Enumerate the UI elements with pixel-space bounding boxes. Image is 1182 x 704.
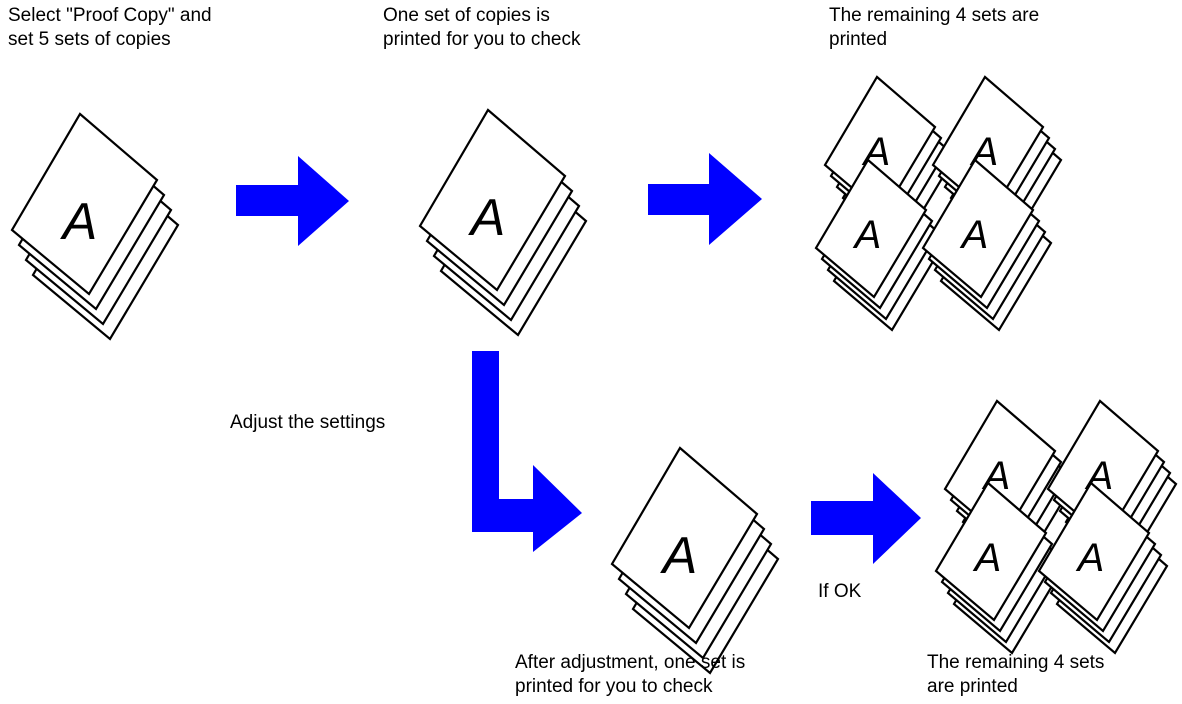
page-letter-step5-c: A <box>973 536 1002 580</box>
arrow-right-3 <box>811 473 921 564</box>
caption-step3-line2: printed <box>829 29 888 50</box>
caption-step1: Select "Proof Copy" and set 5 sets of co… <box>8 4 212 52</box>
caption-step2-line1: One set of copies is <box>383 5 550 26</box>
caption-step4-line1: After adjustment, one set is <box>515 652 746 673</box>
page-letter-step3-d: A <box>960 213 989 257</box>
caption-step3-line1: The remaining 4 sets are <box>829 5 1040 26</box>
arrow-right-2 <box>648 153 762 245</box>
stack-step1: A <box>10 112 180 341</box>
caption-step5-line2: are printed <box>927 676 1018 697</box>
caption-adjust-text: Adjust the settings <box>230 412 386 433</box>
stack-step5-d: A <box>1037 481 1169 655</box>
stack-step3-d: A <box>921 158 1053 332</box>
caption-step3: The remaining 4 sets are printed <box>829 4 1039 52</box>
arrow-right-1 <box>236 156 349 246</box>
caption-step5: The remaining 4 sets are printed <box>927 651 1104 699</box>
stack-step3-c: A <box>814 158 946 332</box>
stack-step2: A <box>418 108 588 337</box>
stack-step4: A <box>610 446 780 675</box>
page-letter-step4: A <box>660 527 698 585</box>
caption-adjust: Adjust the settings <box>230 411 385 435</box>
caption-step2-line2: printed for you to check <box>383 29 581 50</box>
caption-step4: After adjustment, one set is printed for… <box>515 651 745 699</box>
caption-step4-line2: printed for you to check <box>515 676 713 697</box>
caption-step2: One set of copies is printed for you to … <box>383 4 581 52</box>
arrow-l-shaped <box>472 351 582 552</box>
caption-if-ok: If OK <box>818 580 861 604</box>
caption-if-ok-text: If OK <box>818 581 862 602</box>
stack-step5-c: A <box>934 481 1066 655</box>
caption-step5-line1: The remaining 4 sets <box>927 652 1105 673</box>
page-letter-step2: A <box>468 189 506 247</box>
page-letter-step3-c: A <box>853 213 882 257</box>
caption-step1-line2: set 5 sets of copies <box>8 29 171 50</box>
page-letter-step5-d: A <box>1076 536 1105 580</box>
page-letter-step1: A <box>60 193 98 251</box>
caption-step1-line1: Select "Proof Copy" and <box>8 5 212 26</box>
